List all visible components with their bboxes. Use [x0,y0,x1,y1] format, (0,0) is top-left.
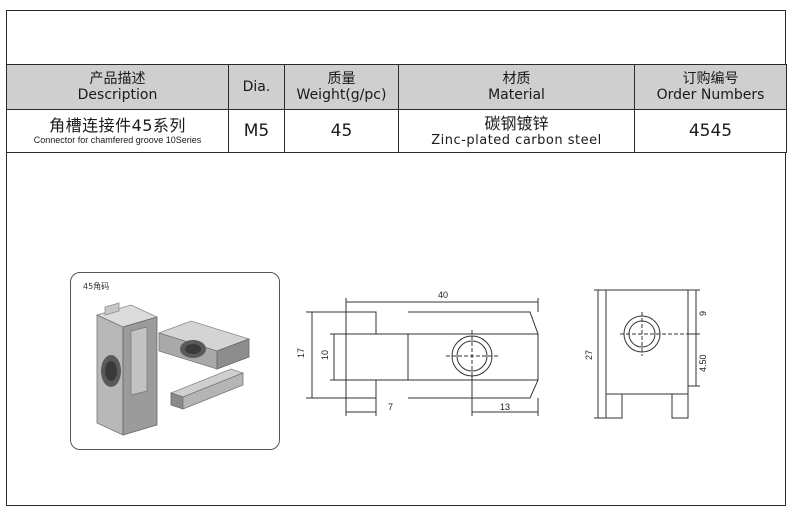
cell-material: 碳钢镀锌 Zinc-plated carbon steel [398,109,635,153]
header-weight-en: Weight(g/pc) [296,87,387,103]
material-en: Zinc-plated carbon steel [431,133,602,148]
cell-order-number: 4545 [634,109,787,153]
material-cn: 碳钢镀锌 [484,114,549,133]
cell-weight: 45 [284,109,399,153]
header-material-cn: 材质 [502,71,531,87]
product-photo [95,302,251,436]
dim-side-top: 9 [698,311,708,316]
dim-offset-right: 13 [500,402,510,412]
header-order-cn: 订购编号 [682,71,739,87]
spec-table: 产品描述 Description Dia. 质量 Weight(g/pc) 材质… [6,64,787,153]
header-weight-cn: 质量 [327,71,356,87]
product-photo-frame: 45角码 [70,272,280,450]
front-view [306,298,539,416]
description-en: Connector for chamfered groove 10Series [33,135,202,145]
side-view [594,289,700,419]
dim-offset-left: 7 [388,402,393,412]
header-weight: 质量 Weight(g/pc) [284,64,399,110]
dim-length: 40 [438,290,448,300]
header-description-en: Description [77,87,158,103]
cell-description: 角槽连接件45系列 Connector for chamfered groove… [6,109,229,153]
header-order: 订购编号 Order Numbers [634,64,787,110]
header-dia-en: Dia. [242,79,271,95]
header-material: 材质 Material [398,64,635,110]
cell-dia: M5 [228,109,285,153]
header-material-en: Material [488,87,545,103]
photo-label: 45角码 [83,282,110,291]
dim-height-inner: 10 [320,350,330,360]
header-description-cn: 产品描述 [89,71,146,87]
header-order-en: Order Numbers [656,87,765,103]
dim-side-height: 27 [584,350,594,360]
table-row: 角槽连接件45系列 Connector for chamfered groove… [6,109,787,153]
header-dia: Dia. [228,64,285,110]
description-cn: 角槽连接件45系列 [49,116,186,135]
dim-side-mid: 4.50 [698,354,708,372]
page-frame [6,10,786,506]
dim-height-outer: 17 [296,348,306,358]
